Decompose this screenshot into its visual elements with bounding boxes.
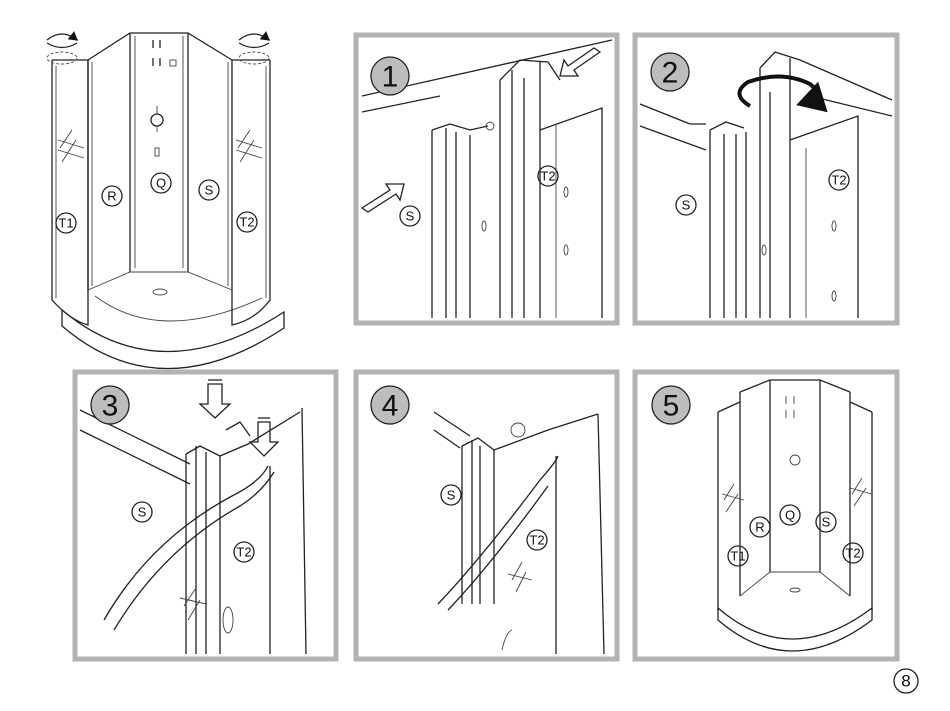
label-r: R [107, 189, 116, 204]
step-4-label-t2: T2 [529, 533, 544, 548]
door-t1 [52, 60, 88, 325]
step-5-label-s: S [822, 515, 831, 530]
step-5-label-t1: T1 [730, 549, 745, 564]
step-3-label-t2: T2 [236, 545, 251, 560]
step-2-number: 2 [662, 57, 679, 90]
step-5-label-q: Q [785, 508, 795, 523]
step-1-number: 1 [382, 61, 399, 94]
page-number: 8 [894, 669, 918, 693]
step-4-number: 4 [382, 390, 399, 423]
shower-tray [62, 310, 284, 369]
step-3-label-s: S [138, 505, 147, 520]
step-5-badge: 5 [652, 386, 690, 424]
label-s: S [205, 183, 214, 198]
overview-labels: T1 R Q S T2 [56, 173, 257, 233]
drain-icon [153, 289, 167, 295]
step-1-badge: 1 [371, 57, 409, 95]
page-number-text: 8 [901, 672, 910, 691]
step-5-label-r: R [755, 520, 764, 535]
step-1-label-t2: T2 [540, 169, 555, 184]
step-4-badge: 4 [371, 386, 409, 424]
label-t1: T1 [58, 216, 73, 231]
shower-valve-icon [151, 114, 163, 126]
step-5-label-t2: T2 [845, 546, 860, 561]
step-5-number: 5 [663, 390, 680, 423]
door-t2 [232, 60, 270, 325]
step-2-label-s: S [682, 198, 691, 213]
step-2-label-t2: T2 [831, 173, 846, 188]
step-3-number: 3 [102, 390, 119, 423]
label-t2: T2 [239, 215, 254, 230]
label-q: Q [156, 176, 166, 191]
overview-illustration [47, 33, 284, 369]
step-3-badge: 3 [91, 386, 129, 424]
step-2-badge: 2 [651, 53, 689, 91]
step-1-label-s: S [406, 209, 415, 224]
step-4-label-s: S [447, 488, 456, 503]
